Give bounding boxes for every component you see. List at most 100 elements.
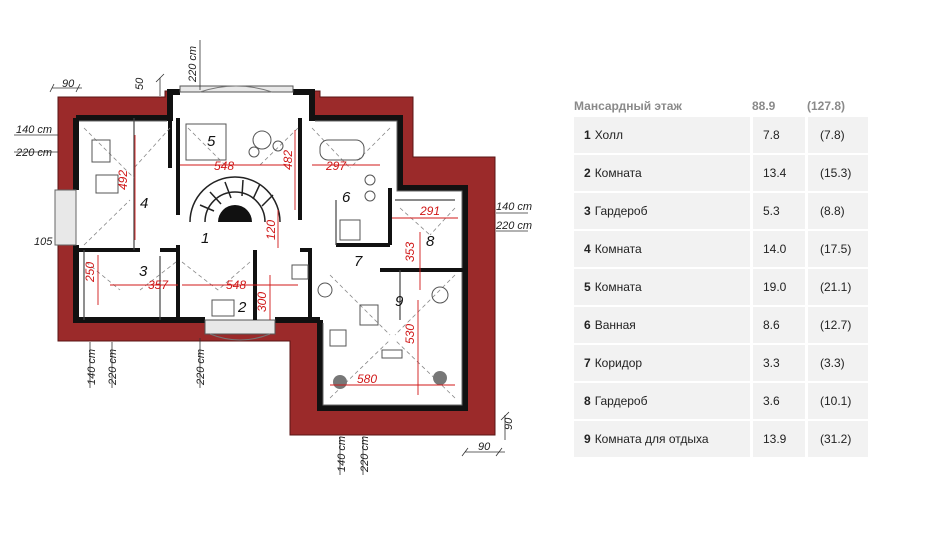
room-name: Комната (594, 166, 642, 180)
room-area: 7.8 (753, 117, 805, 153)
ext-dim-50: 50 (134, 77, 146, 90)
dim-580: 580 (357, 372, 377, 386)
room-area: 5.3 (753, 193, 805, 229)
room-num: 1 (584, 128, 591, 142)
floor-area-total: (127.8) (807, 99, 846, 113)
floor-plan: 492 548 482 297 120 291 353 250 357 548 … (14, 40, 532, 475)
ext-dim-140-left: 140 cm (16, 124, 52, 136)
dim-548-top: 548 (214, 159, 234, 173)
room-area-total: (7.8) (808, 117, 868, 153)
room-area-total: (8.8) (808, 193, 868, 229)
bay-window-top (179, 85, 294, 93)
room-number-4: 4 (140, 195, 148, 212)
room-num: 3 (584, 204, 591, 218)
room-name: Комната для отдыха (594, 432, 709, 446)
room-num: 9 (584, 432, 591, 446)
room-number-3: 3 (139, 263, 148, 280)
room-name: Комната (594, 242, 642, 256)
staircase (189, 176, 281, 223)
room-area-total: (17.5) (808, 231, 868, 267)
ext-dim-105: 105 (34, 236, 53, 248)
room-name: Коридор (594, 356, 643, 370)
room-area: 3.3 (753, 345, 805, 381)
room-number-1: 1 (201, 230, 209, 247)
room-area: 19.0 (753, 269, 805, 305)
room-area: 13.4 (753, 155, 805, 191)
room-number-9: 9 (395, 293, 404, 310)
interior-walls (76, 118, 465, 320)
furniture (91, 123, 449, 359)
dim-291: 291 (419, 204, 440, 218)
dim-492: 492 (116, 170, 130, 190)
dim-120: 120 (264, 220, 278, 240)
room-num: 2 (584, 166, 591, 180)
room-area: 14.0 (753, 231, 805, 267)
ext-dim-90-bottom: 90 (478, 441, 491, 453)
ext-dim-140-bottom-left: 140 cm (86, 349, 98, 385)
room-area-total: (31.2) (808, 421, 868, 457)
room-name: Холл (594, 128, 623, 142)
room-name: Гардероб (594, 394, 648, 408)
ext-dim-140-bottom: 140 cm (336, 436, 348, 472)
room-area-total: (12.7) (808, 307, 868, 343)
room-num: 6 (584, 318, 591, 332)
plants (333, 371, 447, 389)
room-num: 7 (584, 356, 591, 370)
room-number-2: 2 (237, 299, 247, 316)
ext-dim-220-left: 220 cm (15, 147, 52, 159)
room-name: Гардероб (594, 204, 648, 218)
ext-dim-90-top: 90 (62, 78, 75, 90)
dim-548-bottom: 548 (226, 278, 246, 292)
room-number-6: 6 (342, 189, 351, 206)
floor-area: 88.9 (752, 99, 776, 113)
ext-dim-220-top: 220 cm (187, 46, 199, 83)
outer-walls (73, 89, 468, 411)
room-number-5: 5 (207, 133, 216, 150)
dimension-lines (97, 130, 458, 395)
table-header: Мансардный этаж 88.9 (127.8) (574, 95, 869, 117)
room-num: 4 (584, 242, 591, 256)
room-number-8: 8 (426, 233, 435, 250)
room-name: Комната (594, 280, 642, 294)
room-name: Ванная (594, 318, 636, 332)
room-area: 3.6 (753, 383, 805, 419)
stair-well (218, 205, 252, 222)
room-area-total: (10.1) (808, 383, 868, 419)
external-dimension-lines (14, 40, 528, 475)
dim-482: 482 (281, 150, 295, 170)
ext-dim-90-right: 90 (503, 417, 515, 430)
floor-title: Мансардный этаж (574, 99, 682, 113)
bay-window-bottom (204, 319, 276, 335)
room-number-7: 7 (354, 253, 363, 270)
dim-300: 300 (255, 292, 269, 312)
ext-dim-220-bottom: 220 cm (359, 436, 371, 473)
floor-interior (76, 92, 465, 408)
dim-250: 250 (83, 262, 97, 283)
room-num: 5 (584, 280, 591, 294)
dim-357: 357 (148, 278, 169, 292)
room-area: 13.9 (753, 421, 805, 457)
room-area: 8.6 (753, 307, 805, 343)
dim-530: 530 (403, 324, 417, 344)
ext-dim-220-bottom-mid: 220 cm (195, 349, 207, 386)
dim-297: 297 (325, 159, 347, 173)
ext-dim-220-right: 220 cm (495, 220, 532, 232)
left-window (54, 189, 77, 246)
room-area-total: (15.3) (808, 155, 868, 191)
room-num: 8 (584, 394, 591, 408)
ext-dim-140-right: 140 cm (496, 201, 532, 213)
room-area-total: (21.1) (808, 269, 868, 305)
room-area-total: (3.3) (808, 345, 868, 381)
ext-dim-220-bottom-left: 220 cm (107, 349, 119, 386)
dim-353: 353 (403, 242, 417, 262)
